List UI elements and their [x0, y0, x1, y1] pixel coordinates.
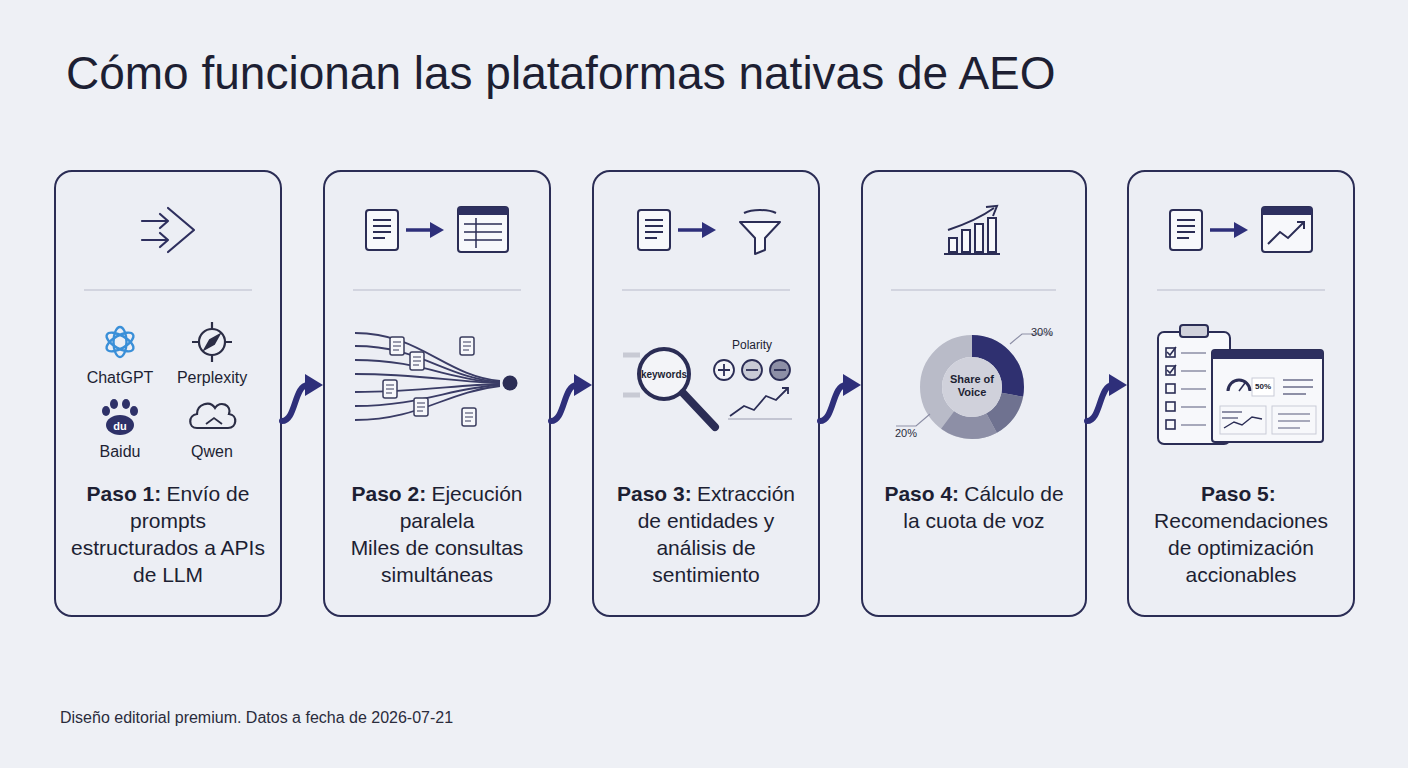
- step-number: Paso 3:: [617, 480, 692, 507]
- flow-arrow: [820, 374, 861, 421]
- step-number: Paso 2:: [351, 480, 426, 507]
- doc-to-table-icon: [366, 207, 508, 252]
- step-box: Paso 3:Extracción de entidades y análisi…: [592, 170, 820, 617]
- cloud-mark: [206, 418, 222, 424]
- step-box: Paso 2:Ejecución paralelaMiles de consul…: [323, 170, 551, 617]
- share-donut: [931, 346, 1013, 428]
- flow-arrow: [282, 374, 323, 421]
- step-description: Miles de consultas simultáneas: [337, 534, 537, 588]
- diagram-title: Cómo funcionan las plataformas nativas d…: [66, 46, 1056, 100]
- dashboard: [1212, 350, 1323, 442]
- step-text: Paso 2:Ejecución paralelaMiles de consul…: [337, 480, 537, 588]
- arrow-shaft: [282, 385, 308, 421]
- bar-chart-icon: [944, 206, 1000, 254]
- step-number: Paso 5:: [1201, 480, 1276, 507]
- merge-dot: [503, 376, 518, 391]
- polarity-signs: [714, 360, 790, 380]
- arrow-shaft: [1087, 385, 1113, 421]
- step-box: Paso 5:Recomendaciones de optimización a…: [1127, 170, 1355, 617]
- step-text: Paso 1:Envío de prompts estructurados a …: [68, 480, 268, 588]
- arrow-shaft: [820, 385, 846, 421]
- compass-logo: [192, 322, 232, 362]
- chatgpt-logo: [104, 327, 136, 357]
- step-text: Paso 3:Extracción de entidades y análisi…: [606, 480, 806, 588]
- send-icon: [142, 208, 194, 252]
- dividers: [84, 289, 1325, 291]
- magnifier: [623, 349, 715, 427]
- arrow-head: [843, 374, 861, 396]
- donut-hole: [942, 357, 1002, 417]
- baidu-logo: [102, 399, 138, 435]
- trend-line: [728, 388, 792, 419]
- flow-arrow: [1087, 374, 1127, 421]
- step-description: Recomendaciones de optimización accionab…: [1154, 509, 1328, 586]
- step-box: Paso 1:Envío de prompts estructurados a …: [54, 170, 282, 617]
- step-number: Paso 1:: [87, 480, 162, 507]
- step-number: Paso 4:: [884, 480, 959, 507]
- step-box: Paso 4:Cálculo de la cuota de voz: [861, 170, 1087, 617]
- arrow-head: [1109, 374, 1127, 396]
- caption-note: Diseño editorial premium. Datos a fecha …: [60, 709, 453, 727]
- arrow-head: [305, 374, 323, 396]
- step-text: Paso 5:Recomendaciones de optimización a…: [1141, 480, 1341, 588]
- flow-arrow: [551, 374, 592, 421]
- cloud-logo: [190, 404, 235, 428]
- arrow-shaft: [551, 385, 577, 421]
- leader-line: [896, 414, 930, 426]
- parallel-fan: [355, 333, 500, 420]
- doc-to-funnel-icon: [638, 210, 780, 254]
- small-docs: [383, 337, 476, 426]
- doc-to-chart-icon: [1170, 207, 1312, 252]
- arrow-head: [574, 374, 592, 396]
- step-text: Paso 4:Cálculo de la cuota de voz: [875, 480, 1073, 534]
- clipboard: [1158, 325, 1230, 444]
- leader-line: [1010, 334, 1052, 344]
